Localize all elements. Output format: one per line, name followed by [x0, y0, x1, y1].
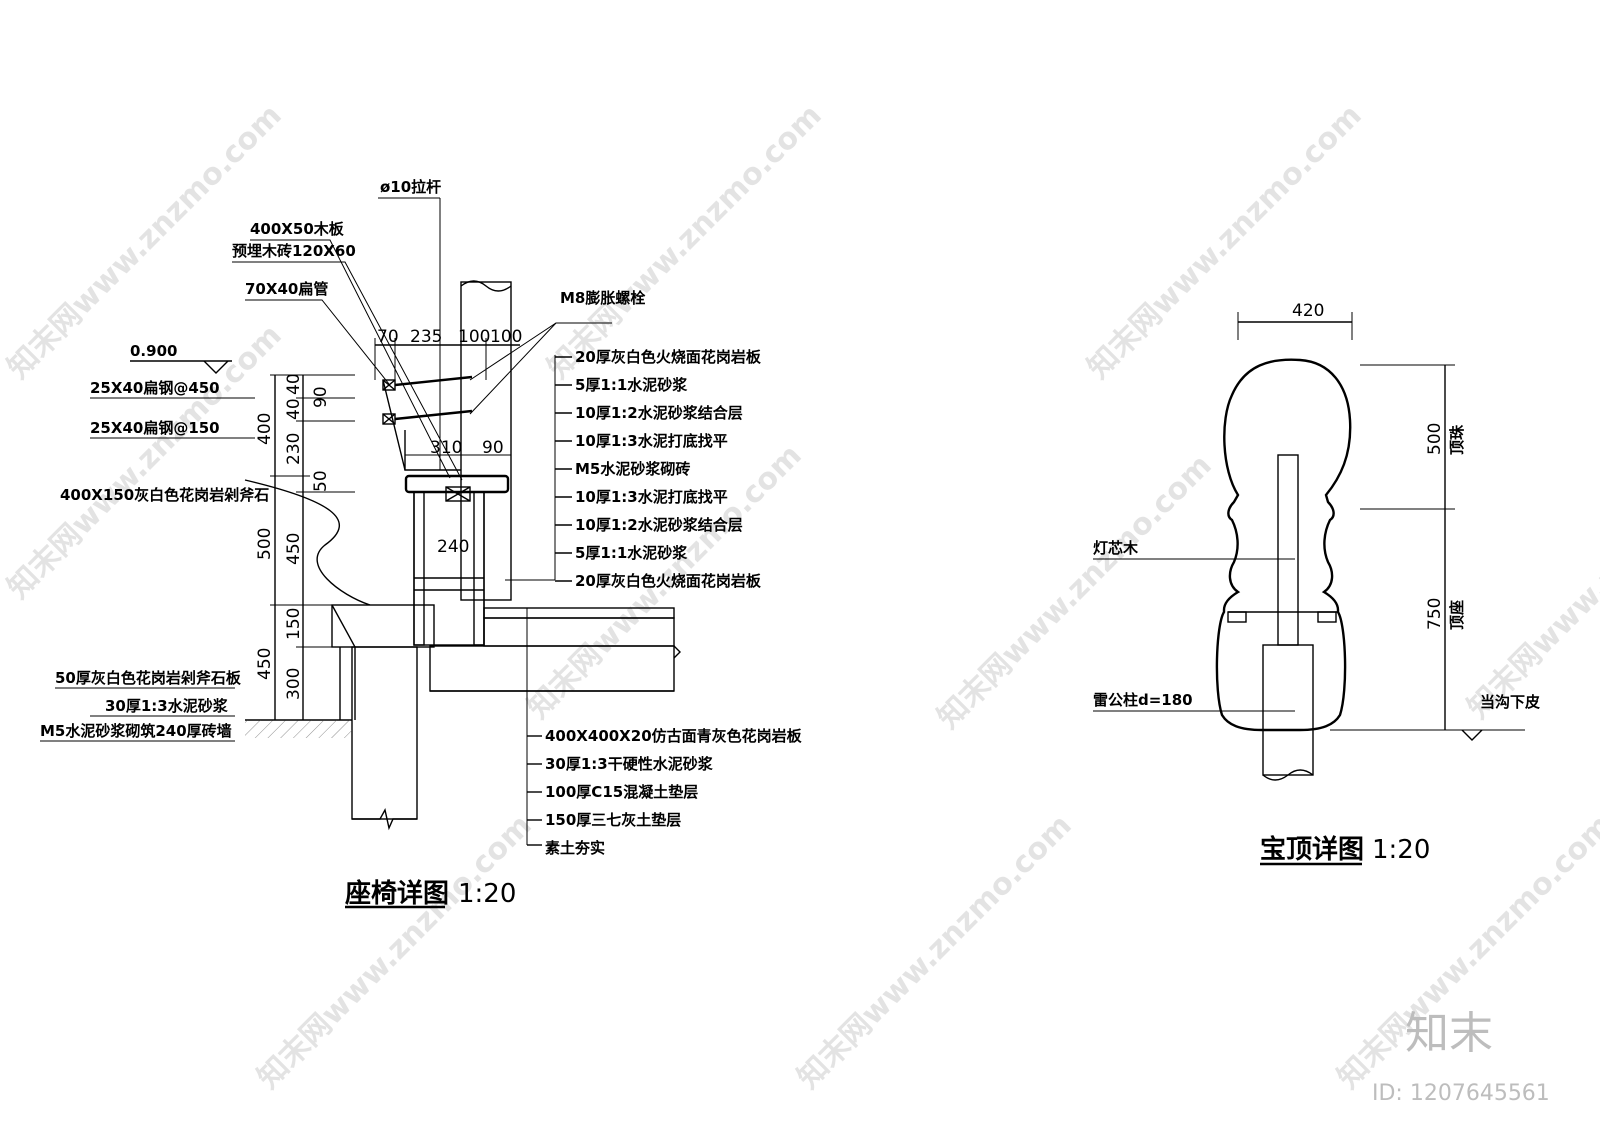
layer-bottom-4: 150厚三七灰土垫层 [545, 811, 681, 829]
finial-detail-title: 宝顶详图 [1260, 834, 1364, 865]
dim-inner-450: 450 [284, 533, 304, 565]
dim-inner-150: 150 [284, 608, 304, 640]
dim-seat-90: 90 [482, 438, 504, 458]
watermark-text: 知末网www.znzmo.com [1081, 98, 1369, 386]
finial-detail-labels: 420 500 750 顶珠 顶座 灯芯木 雷公柱d=180 当沟下皮 宝顶详图… [1093, 301, 1540, 865]
bolt-label: M8膨胀螺栓 [560, 289, 645, 307]
elevation-mark: 0.900 [130, 342, 177, 360]
square-tube-label: 70X40扁管 [245, 280, 328, 298]
dim-inner-40a: 40 [284, 373, 304, 395]
dim-inner-230: 230 [284, 433, 304, 465]
finial-height-500: 500 [1425, 423, 1445, 455]
seat-slab [404, 474, 510, 494]
post-label: 雷公柱d=180 [1093, 691, 1193, 709]
seat-detail-title: 座椅详图 [345, 878, 449, 909]
base-level-label: 当沟下皮 [1480, 693, 1540, 711]
dim-outer-400: 400 [255, 413, 275, 445]
dim-top-100a: 100 [458, 327, 490, 347]
dim-top-70: 70 [377, 327, 399, 347]
layer-top-5: M5水泥砂浆砌砖 [575, 460, 690, 478]
layer-top-4: 10厚1:3水泥打底找平 [575, 432, 728, 450]
layer-bottom-1: 400X400X20仿古面青灰色花岗岩板 [545, 727, 803, 745]
watermark-text: 知末网www.znzmo.com [1461, 438, 1600, 726]
brand-logo: 知末 [1405, 1008, 1493, 1059]
stone-plate-label: 50厚灰白色花岗岩剁斧石板 [55, 669, 242, 687]
dim-top-100b: 100 [490, 327, 522, 347]
stone-plate [331, 604, 435, 648]
wood-beam-label: 预埋木砖120X60 [232, 242, 356, 260]
dim-inner-300: 300 [284, 668, 304, 700]
finial-detail-scale: 1:20 [1372, 835, 1430, 865]
brick-wall [351, 646, 418, 820]
finial-body [1215, 358, 1352, 732]
layer-top-3: 10厚1:2水泥砂浆结合层 [575, 404, 743, 422]
lamp-core-label: 灯芯木 [1093, 539, 1139, 557]
layer-top-2: 5厚1:1水泥砂浆 [575, 376, 688, 394]
dim-block-240: 240 [437, 537, 469, 557]
layer-top-7: 10厚1:2水泥砂浆结合层 [575, 516, 743, 534]
rod-label: ø10拉杆 [380, 178, 441, 196]
layer-bottom-5: 素土夯实 [545, 839, 605, 857]
finial-width-dim: 420 [1292, 301, 1324, 321]
dim-inner-90: 90 [311, 386, 331, 408]
brand-id: ID: 1207645561 [1372, 1081, 1550, 1106]
dim-outer-500: 500 [255, 528, 275, 560]
brick-wall-label: M5水泥砂浆砌筑240厚砖墙 [40, 722, 232, 740]
layer-top-8: 5厚1:1水泥砂浆 [575, 544, 688, 562]
finial-section-drawing [1093, 312, 1525, 866]
layer-top-6: 10厚1:3水泥打底找平 [575, 488, 728, 506]
dim-inner-50: 50 [311, 470, 331, 492]
layer-top-1: 20厚灰白色火烧面花岗岩板 [575, 348, 762, 366]
dim-top-235: 235 [410, 327, 442, 347]
brand-block: 知末 ID: 1207645561 [1372, 1008, 1550, 1106]
finial-height-750: 750 [1425, 598, 1445, 630]
dim-outer-450: 450 [255, 648, 275, 680]
finial-note-base: 顶座 [1448, 600, 1466, 630]
lei-gong-post [1262, 644, 1314, 776]
watermark-text: 知末网www.znzmo.com [251, 808, 539, 1096]
stone-coping-label: 400X150灰白色花岗岩剁斧石 [60, 486, 269, 504]
watermark-text: 知末网www.znzmo.com [791, 808, 1079, 1096]
tube-450-label: 25X40扁钢@450 [90, 379, 220, 397]
layer-bottom-3: 100厚C15混凝土垫层 [545, 783, 698, 801]
seat-section-drawing [40, 197, 681, 909]
finial-note-top: 顶珠 [1448, 424, 1466, 455]
layer-top-9: 20厚灰白色火烧面花岗岩板 [575, 572, 762, 590]
lamp-core [1277, 454, 1299, 646]
wood-board-label: 400X50木板 [250, 220, 345, 238]
dim-inner-40b: 40 [284, 398, 304, 420]
dim-seat-310: 310 [430, 438, 462, 458]
back-post [460, 281, 512, 601]
watermark-text: 知末网www.znzmo.com [541, 98, 829, 386]
seat-detail-labels: ø10拉杆 400X50木板 预埋木砖120X60 70X40扁管 0.900 … [40, 178, 803, 909]
mortar-label: 30厚1:3水泥砂浆 [105, 697, 229, 715]
layer-bottom-2: 30厚1:3干硬性水泥砂浆 [545, 755, 714, 773]
seat-detail-scale: 1:20 [458, 879, 516, 909]
tube-150-label: 25X40扁钢@150 [90, 419, 220, 437]
